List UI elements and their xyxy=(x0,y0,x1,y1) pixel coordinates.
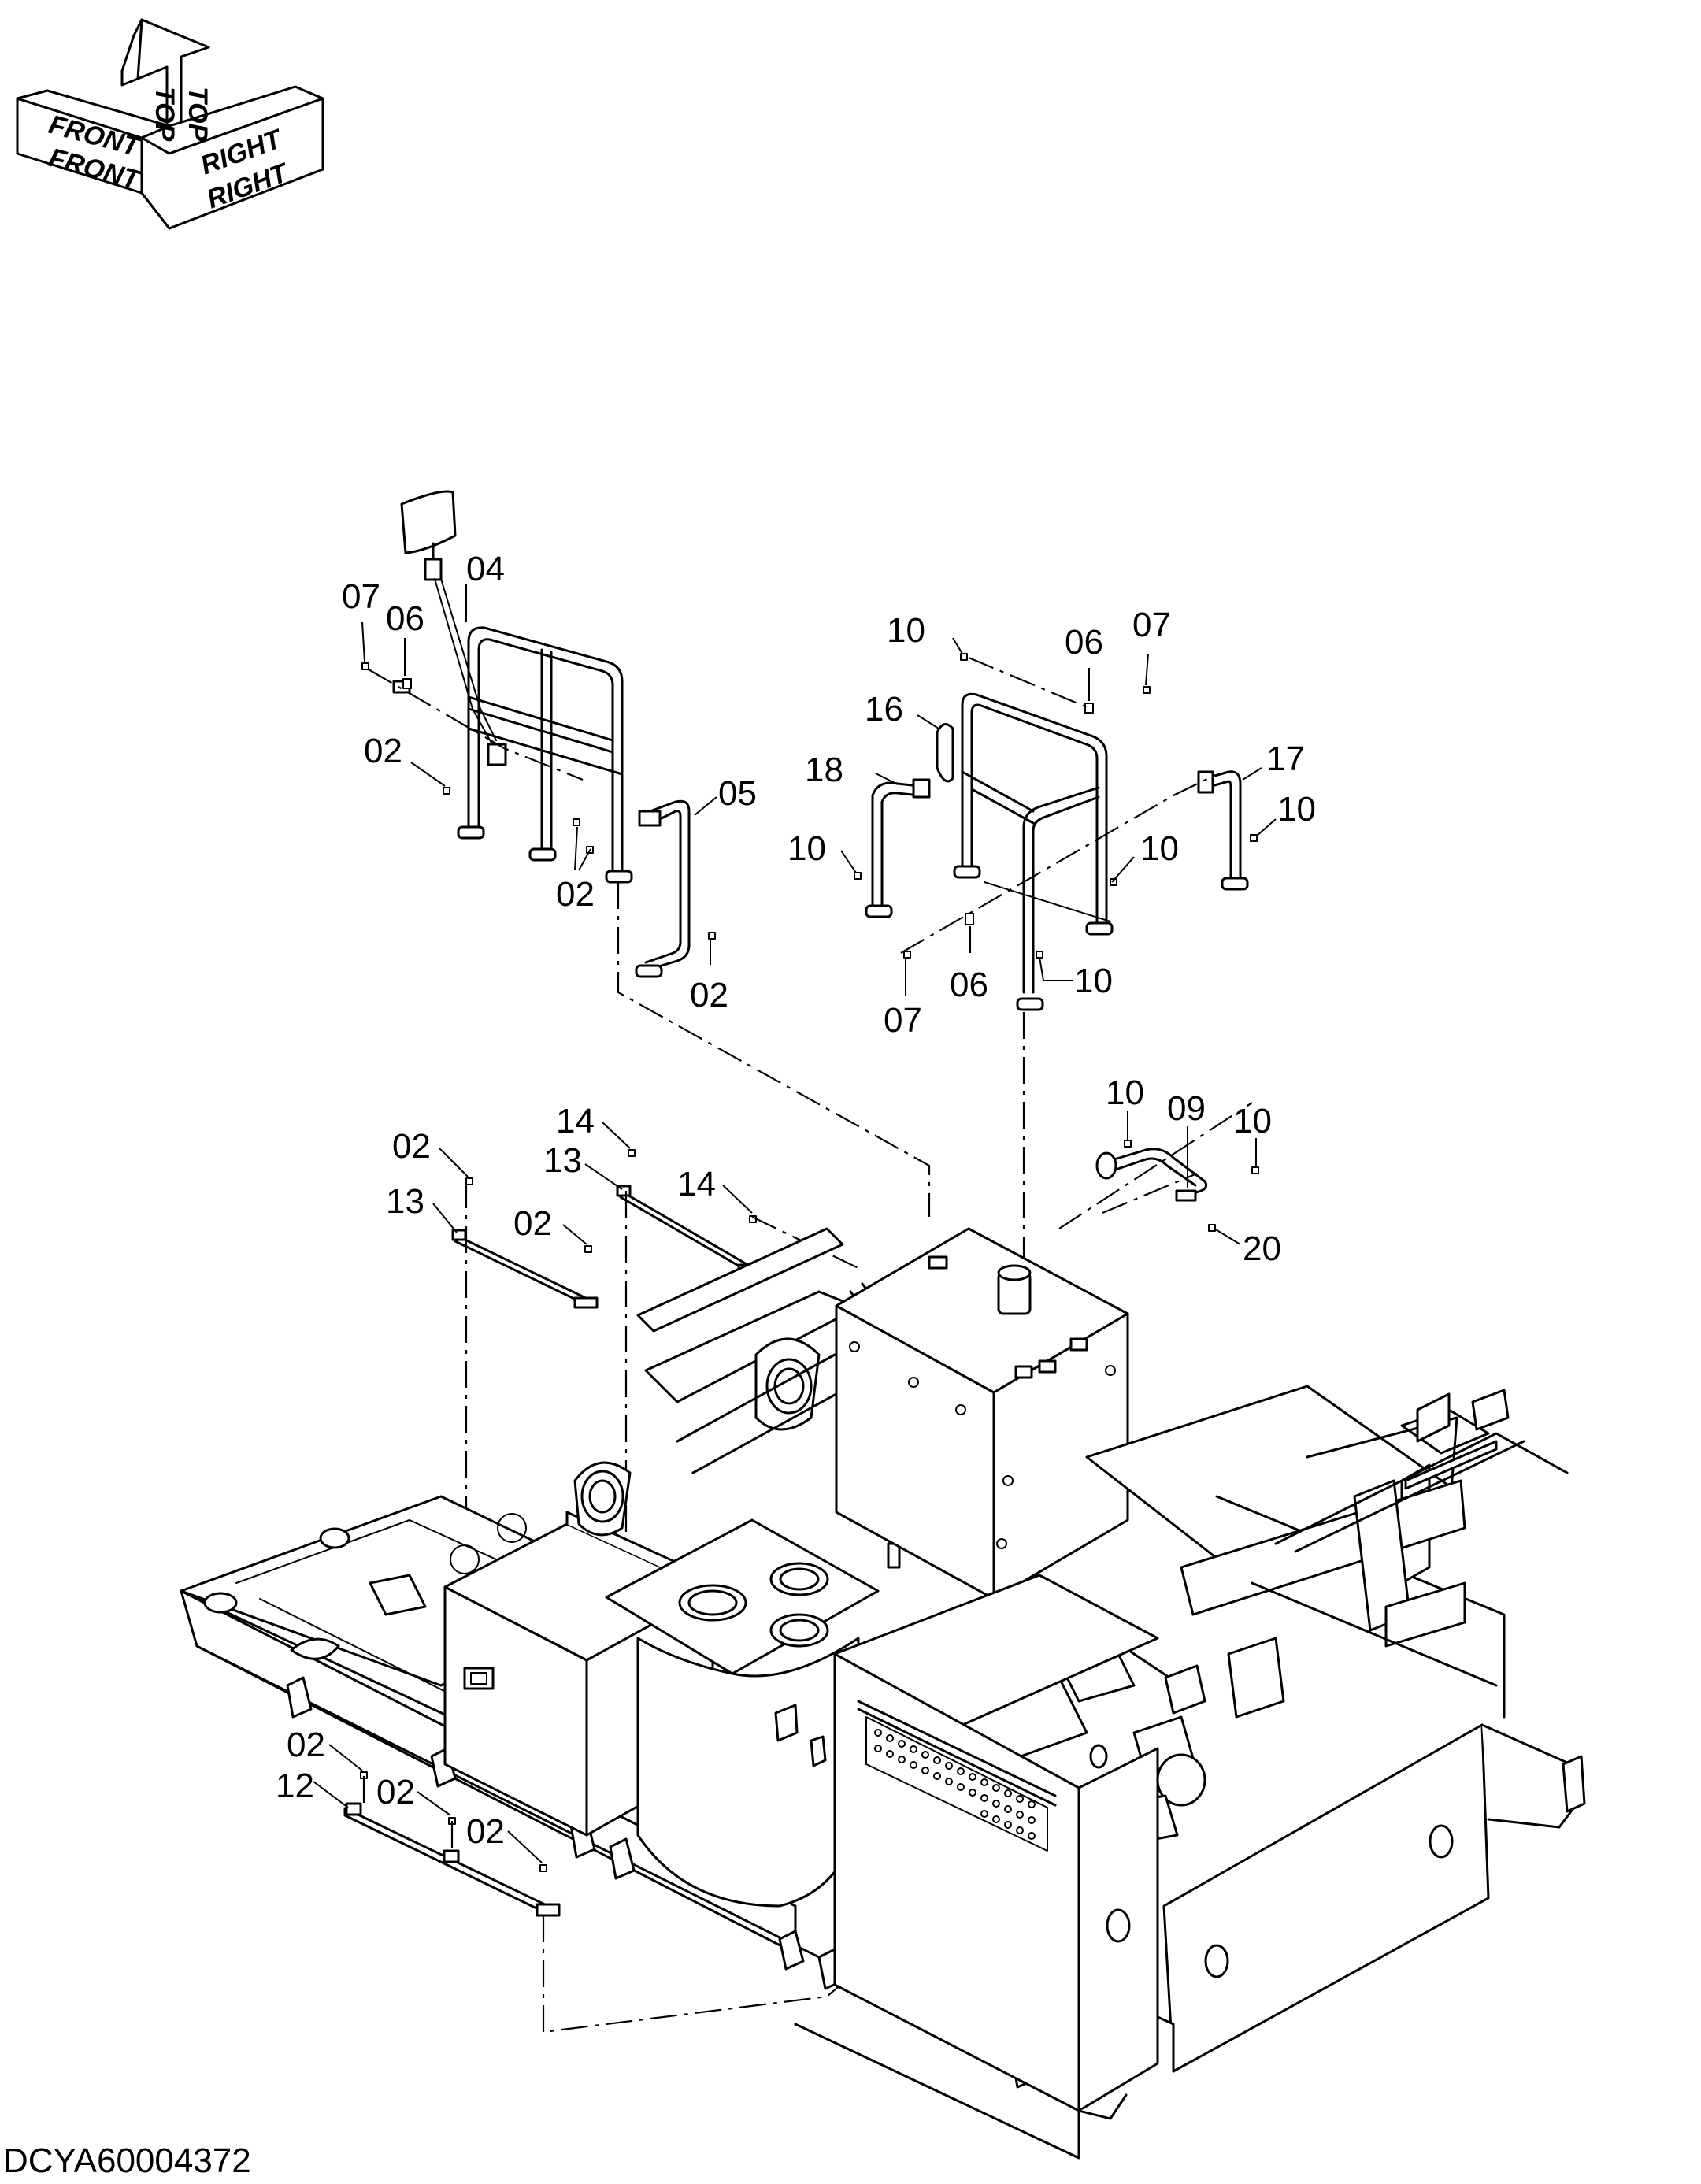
callout-06: 06 xyxy=(950,966,988,1004)
left-handrail-04 xyxy=(392,626,633,884)
handle-09 xyxy=(1095,1148,1208,1202)
callout-20: 20 xyxy=(1243,1229,1281,1268)
callout-10: 10 xyxy=(1233,1102,1272,1140)
step-handle-17 xyxy=(1197,770,1249,891)
orientation-indicator: FRONT FRONT TOP TOP RIGHT RIGHT xyxy=(16,18,324,230)
callout-02: 02 xyxy=(287,1726,325,1764)
callout-07: 07 xyxy=(884,1001,922,1040)
callout-04: 04 xyxy=(466,550,505,588)
callout-10: 10 xyxy=(887,611,925,650)
callout-02: 02 xyxy=(690,976,728,1014)
upper-frame xyxy=(180,1227,1586,2160)
callout-02: 02 xyxy=(364,732,402,770)
callout-02: 02 xyxy=(556,875,595,914)
callout-14: 14 xyxy=(556,1102,595,1140)
callouts: 04 07 06 02 05 02 02 10 06 07 16 18 17 1… xyxy=(276,550,1316,1851)
callout-07: 07 xyxy=(1132,606,1171,644)
side-handrail-05 xyxy=(635,799,691,978)
callout-02: 02 xyxy=(513,1204,552,1243)
callout-13: 13 xyxy=(543,1141,582,1180)
callout-17: 17 xyxy=(1266,740,1305,778)
callout-16: 16 xyxy=(865,690,903,729)
callout-07: 07 xyxy=(342,577,380,616)
callout-10: 10 xyxy=(1140,829,1179,868)
callout-10: 10 xyxy=(1074,962,1113,1000)
callout-10: 10 xyxy=(1277,790,1316,829)
callout-02: 02 xyxy=(466,1812,505,1851)
callout-02: 02 xyxy=(392,1127,431,1166)
top-label-2: TOP xyxy=(183,87,213,142)
callout-09: 09 xyxy=(1167,1089,1206,1128)
top-label-1: TOP xyxy=(150,87,180,142)
callout-10: 10 xyxy=(788,829,826,868)
callout-12: 12 xyxy=(276,1767,314,1805)
vent-grille xyxy=(874,1729,1036,1840)
drawing-code: DCYA60004372 xyxy=(3,2141,251,2180)
callout-10: 10 xyxy=(1106,1073,1144,1112)
callout-06: 06 xyxy=(386,599,424,638)
callout-14: 14 xyxy=(677,1165,716,1203)
step-handle-18 xyxy=(865,778,931,918)
right-handrail-16 xyxy=(936,692,1114,1011)
callout-06: 06 xyxy=(1065,623,1103,662)
bracket-12 xyxy=(343,1802,561,1917)
leader-lines xyxy=(313,584,1277,1863)
callout-02: 02 xyxy=(376,1773,415,1811)
callout-13: 13 xyxy=(386,1182,424,1221)
callout-18: 18 xyxy=(805,751,843,789)
callout-05: 05 xyxy=(718,774,757,813)
